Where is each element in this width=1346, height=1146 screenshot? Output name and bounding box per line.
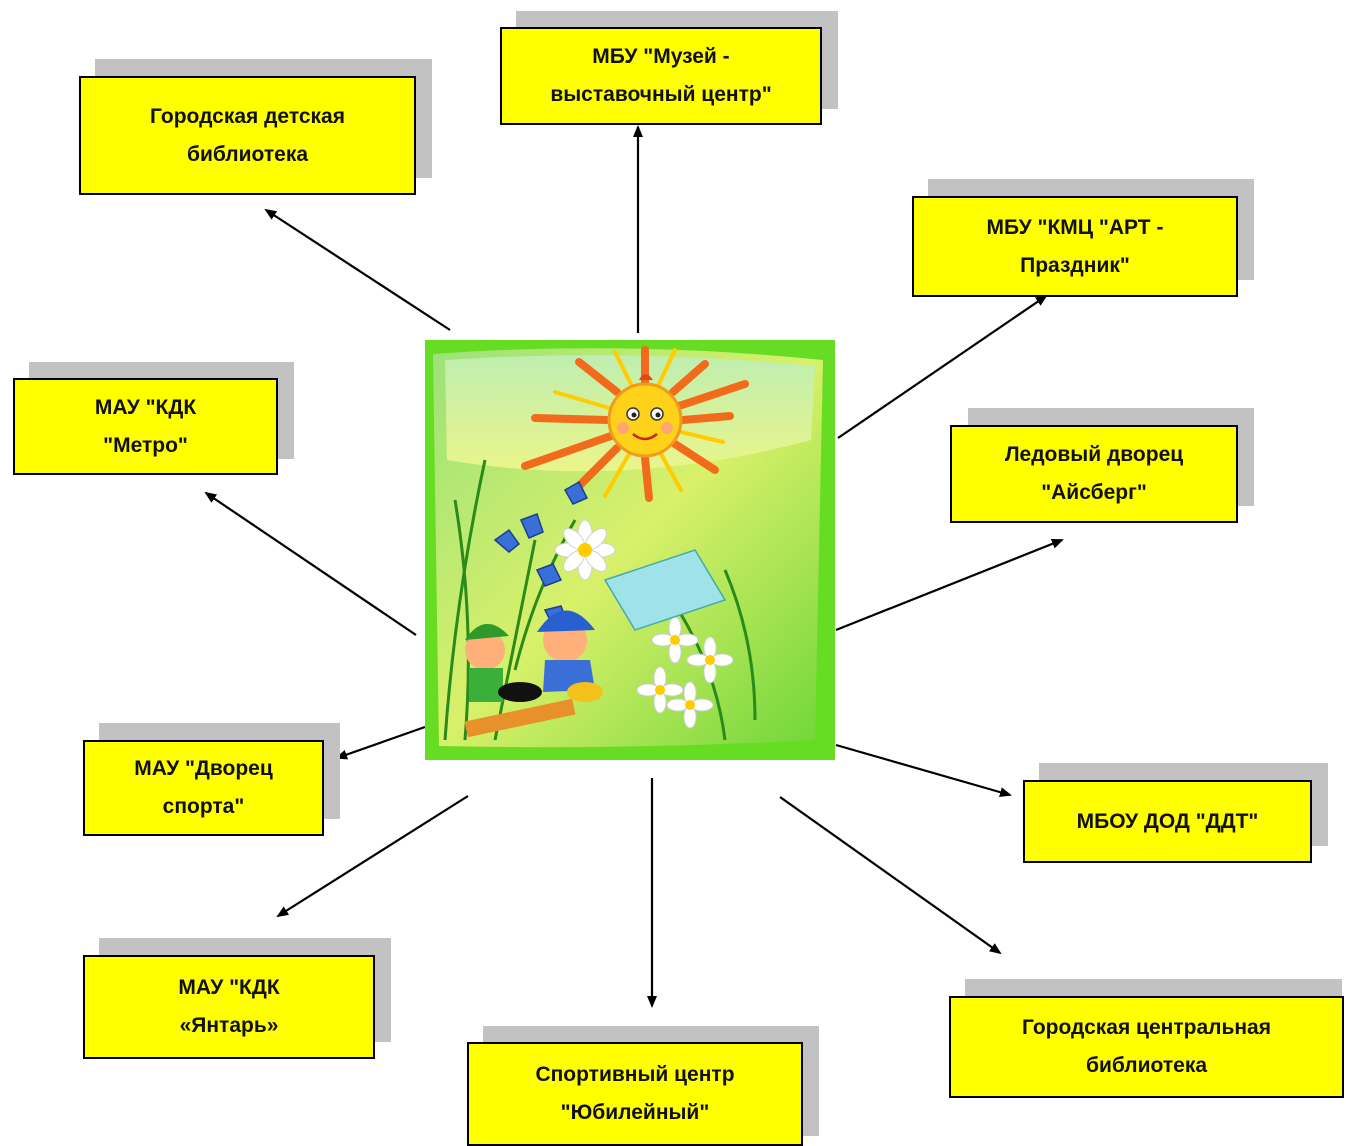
center-picture [425, 340, 835, 760]
node-box: МБОУ ДОД "ДДТ" [1023, 780, 1312, 863]
arrow-to-kmts-art-prazdnik [837, 294, 1048, 439]
arrow-to-kdk-yantar [276, 795, 469, 918]
node-box: МАУ "Дворец спорта" [83, 740, 324, 836]
node-box: Ледовый дворец "Айсберг" [950, 425, 1238, 523]
node-label: Спортивный центр "Юбилейный" [535, 1063, 735, 1124]
node-mbou-dod-ddt: МБОУ ДОД "ДДТ" [1023, 763, 1328, 863]
sun-icon [521, 346, 749, 502]
node-gorodskaya-detskaya-biblioteka: Городская детская библиотека [79, 59, 432, 195]
node-box: Городская центральная библиотека [949, 996, 1344, 1098]
arrow-to-mbou-dod-ddt [835, 743, 1012, 798]
arrow-to-gorodskaya-detskaya-biblioteka [264, 208, 451, 331]
arrow-to-gorodskaya-tsentralnaya-biblioteka [779, 796, 1002, 955]
children-icon [464, 610, 603, 738]
node-dvorets-sporta: МАУ "Дворец спорта" [83, 723, 340, 836]
node-box: Городская детская библиотека [79, 76, 416, 195]
node-label: Городская центральная библиотека [1021, 1016, 1271, 1077]
node-sportivny-tsentr-yubileyny: Спортивный центр "Юбилейный" [467, 1026, 819, 1146]
node-muzey-vystavochny-tsentr: МБУ "Музей - выставочный центр" [500, 11, 838, 125]
node-kmts-art-prazdnik: МБУ "КМЦ "АРТ - Праздник" [912, 179, 1254, 297]
daisy-icon [554, 519, 734, 729]
node-label: Городская детская библиотека [150, 104, 345, 166]
node-kdk-metro: МАУ "КДК "Метро" [13, 362, 294, 475]
node-label: Ледовый дворец "Айсберг" [1004, 443, 1184, 504]
node-label: МБОУ ДОД "ДДТ" [1076, 809, 1259, 833]
node-ledovy-dvorets-aysberg: Ледовый дворец "Айсберг" [950, 408, 1254, 523]
node-box: Спортивный центр "Юбилейный" [467, 1042, 803, 1146]
arrow-to-dvorets-sporta [335, 725, 426, 760]
arrow-to-ledovy-dvorets-aysberg [835, 538, 1064, 632]
node-kdk-yantar: МАУ "КДК «Янтарь» [83, 938, 391, 1059]
node-box: МБУ "КМЦ "АРТ - Праздник" [912, 196, 1238, 297]
node-gorodskaya-tsentralnaya-biblioteka: Городская центральная библиотека [949, 979, 1346, 1098]
node-label: МАУ "КДК «Янтарь» [178, 976, 280, 1037]
node-label: МБУ "Музей - выставочный центр" [550, 45, 772, 106]
node-label: МБУ "КМЦ "АРТ - Праздник" [986, 215, 1164, 277]
node-box: МАУ "КДК "Метро" [13, 378, 278, 475]
book-icon [603, 549, 727, 631]
arrow-to-kdk-metro [204, 491, 417, 636]
node-label: МАУ "Дворец спорта" [134, 757, 273, 818]
node-label: МАУ "КДК "Метро" [94, 395, 197, 457]
node-box: МБУ "Музей - выставочный центр" [500, 27, 822, 125]
node-box: МАУ "КДК «Янтарь» [83, 955, 375, 1059]
